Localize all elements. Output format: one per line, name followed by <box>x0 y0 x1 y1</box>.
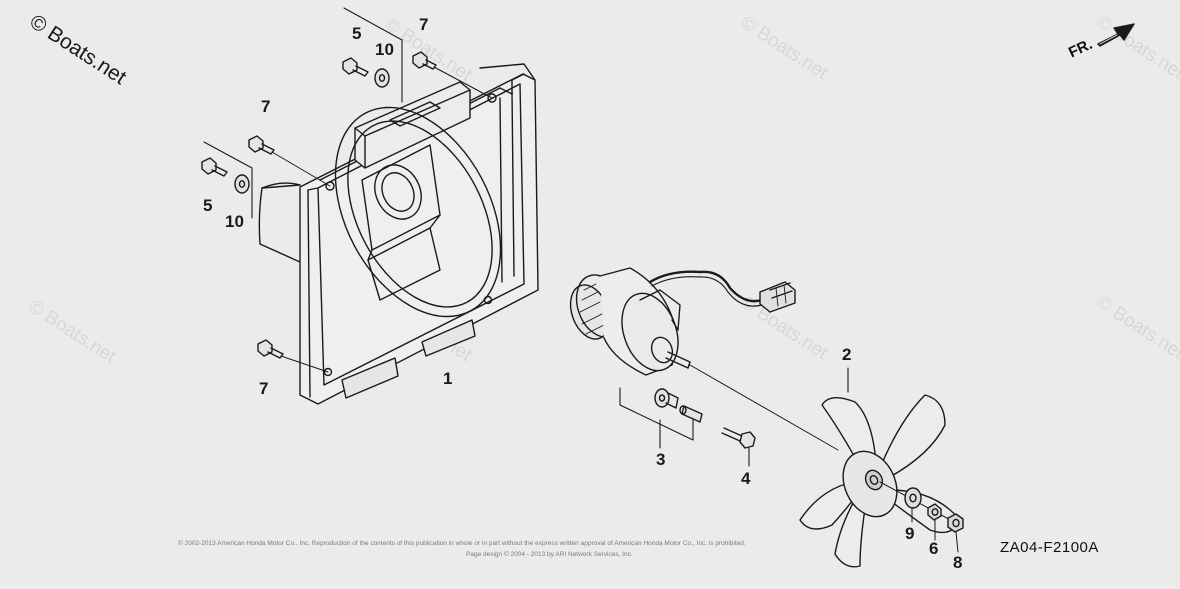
bolt-5-left <box>201 157 228 177</box>
callout-7-lower: 7 <box>259 379 269 398</box>
callout-10-upper: 10 <box>375 40 394 59</box>
copyright-line-1: © 2002-2013 American Honda Motor Co., In… <box>178 540 746 547</box>
callout-6: 6 <box>929 539 939 558</box>
callout-1: 1 <box>443 369 453 388</box>
nut-6 <box>927 503 942 521</box>
copyright-line-2: Page design © 2004 - 2013 by ARI Network… <box>466 551 633 558</box>
callout-2: 2 <box>842 345 852 364</box>
fan-blade-part <box>799 394 961 568</box>
washer-10-upper <box>374 68 390 88</box>
callout-8: 8 <box>953 553 963 572</box>
fan-motor-part <box>569 267 839 451</box>
fan-shroud-part <box>258 63 539 405</box>
bolt-7-left <box>248 135 331 187</box>
bolt-7-upper <box>412 51 493 99</box>
callout-7-left: 7 <box>261 97 271 116</box>
callout-4: 4 <box>741 469 751 488</box>
washer-10-left <box>234 174 250 194</box>
grommet-collar-3 <box>654 388 703 423</box>
bolt-5-upper <box>342 57 369 77</box>
bolt-4 <box>721 427 756 449</box>
front-direction-arrow <box>1097 23 1135 47</box>
callout-10-left: 10 <box>225 212 244 231</box>
callout-7-upper: 7 <box>419 15 429 34</box>
bolt-7-lower <box>257 339 329 373</box>
callout-9: 9 <box>905 524 915 543</box>
callout-3: 3 <box>656 450 666 469</box>
nut-8 <box>947 513 964 533</box>
washer-9 <box>904 487 922 509</box>
callout-5-upper: 5 <box>352 24 362 43</box>
callout-5-left: 5 <box>203 196 213 215</box>
diagram-code: ZA04-F2100A <box>1000 539 1099 556</box>
